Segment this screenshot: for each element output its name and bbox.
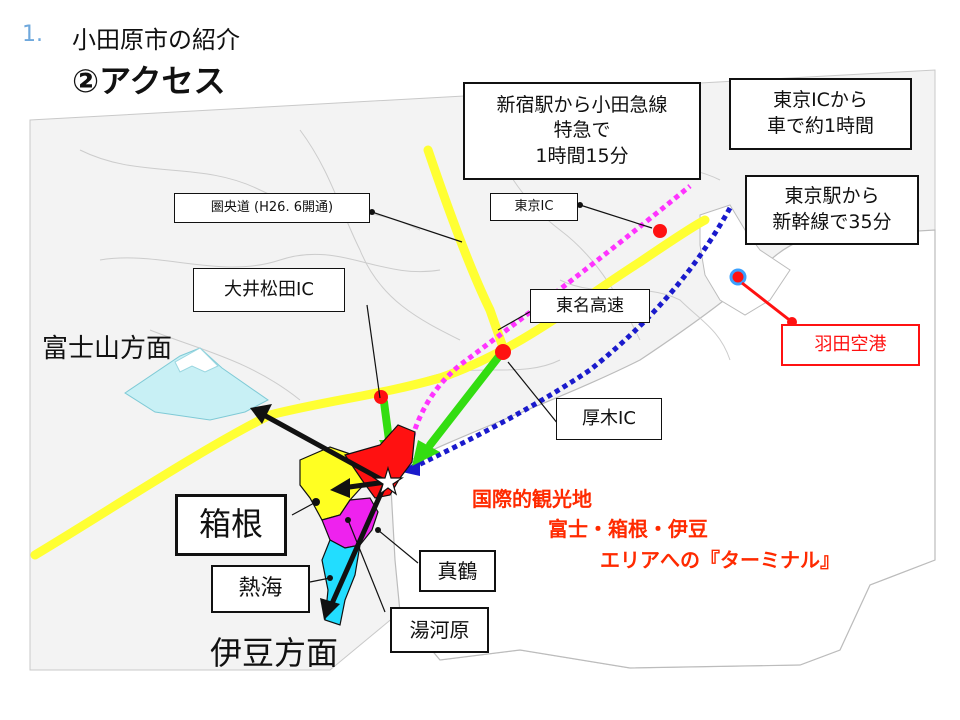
atami-label: 熱海	[211, 565, 310, 613]
odawara-star-icon	[372, 465, 404, 496]
izu-direction-label: 伊豆方面	[210, 634, 339, 672]
interchange-dots	[374, 224, 667, 404]
tokyo-ic-car-line-2: 車で約1時間	[766, 115, 875, 137]
hakone-label: 箱根	[175, 494, 287, 556]
oimatsuda-ic-label: 大井松田IC	[193, 268, 345, 312]
fuji-direction-label: 富士山方面	[42, 334, 173, 364]
tokyo-ic-car-line-1: 東京ICから	[773, 89, 868, 112]
tagline-line-3: エリアへの『ターミナル』	[600, 548, 840, 572]
leader-lines	[291, 204, 653, 613]
shinjuku-line-3: 1時間15分	[535, 144, 629, 167]
shinjuku-line-2: 特急で	[553, 119, 611, 142]
haneda-marker	[729, 268, 797, 327]
tokyo-station-callout: 東京駅から 新幹線で35分	[745, 175, 919, 245]
slide-number: 1.	[22, 22, 43, 47]
shinjuku-line-1: 新宿駅から小田急線	[496, 93, 668, 116]
yugawara-label: 湯河原	[390, 607, 489, 653]
page-title: 小田原市の紹介	[72, 26, 240, 54]
shinjuku-callout: 新宿駅から小田急線 特急で 1時間15分	[463, 82, 701, 180]
tokyo-ic-car-callout: 東京ICから 車で約1時間	[729, 78, 912, 150]
leader-dots	[312, 202, 583, 581]
tomei-label: 東名高速	[530, 289, 650, 323]
tagline-line-2: 富士・箱根・伊豆	[548, 517, 708, 541]
tokyo-ic-label: 東京IC	[490, 193, 578, 221]
ken-odo-label: 圏央道 (H26. 6開通)	[174, 193, 370, 223]
manazuru-label: 真鶴	[419, 550, 496, 592]
haneda-label: 羽田空港	[781, 324, 920, 366]
tokyo-station-line-2: 新幹線で35分	[772, 211, 892, 233]
atsugi-ic-label: 厚木IC	[556, 398, 662, 440]
tokyo-station-line-1: 東京駅から	[784, 185, 880, 208]
mount-fuji-icon	[124, 347, 269, 421]
odakyu-line	[405, 184, 692, 456]
expressway-routes	[30, 145, 710, 560]
tagline-line-1: 国際的観光地	[472, 487, 592, 511]
page-subtitle: ②アクセス	[72, 62, 226, 100]
